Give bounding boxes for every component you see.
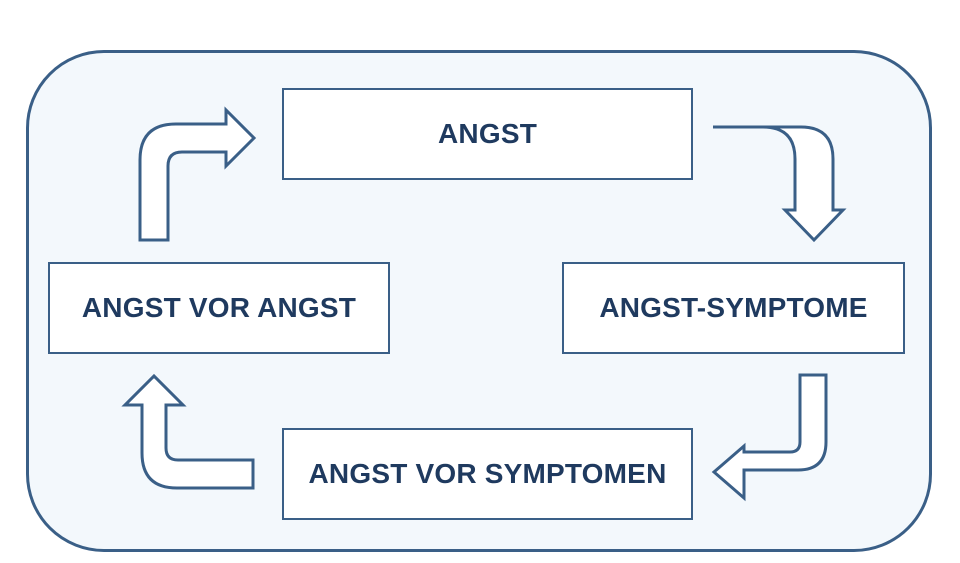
node-angst-symptome-label: ANGST-SYMPTOME: [599, 292, 868, 323]
node-angst-symptome: ANGST-SYMPTOME: [562, 262, 905, 354]
node-angst-vor-symptomen-label: ANGST VOR SYMPTOMEN: [308, 458, 667, 489]
node-angst-vor-symptomen: ANGST VOR SYMPTOMEN: [282, 428, 693, 520]
node-angst-vor-angst-label: ANGST VOR ANGST: [81, 292, 357, 323]
node-angst-label: ANGST: [438, 118, 537, 149]
node-angst-vor-angst: ANGST VOR ANGST: [48, 262, 390, 354]
node-angst: ANGST: [282, 88, 693, 180]
